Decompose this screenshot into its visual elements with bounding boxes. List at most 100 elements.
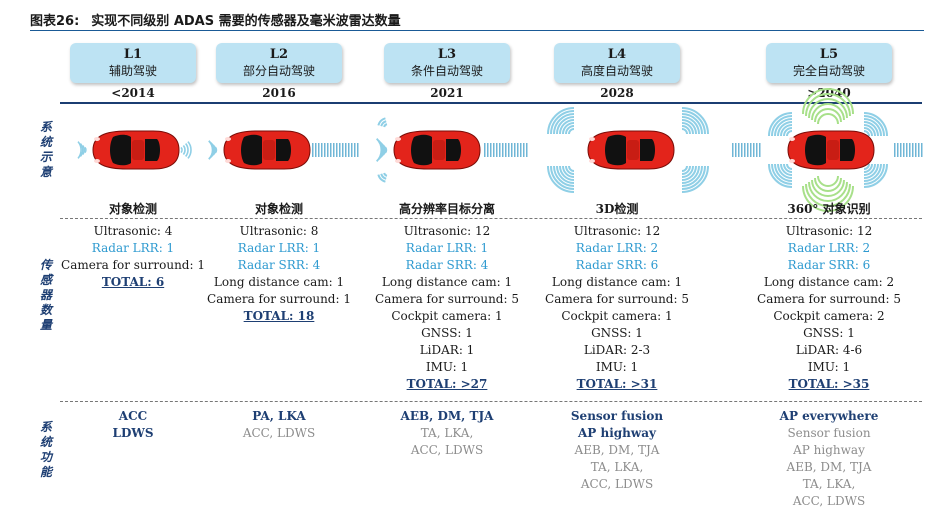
radar-beam	[315, 143, 317, 157]
sensor-wave	[377, 174, 386, 183]
sensor-wave	[383, 123, 388, 128]
function-main: PA, LKA	[252, 409, 306, 423]
car-diagram-l1	[70, 110, 196, 196]
radar-beam	[915, 143, 917, 157]
sensor-wave	[681, 113, 703, 135]
sensor-item: Camera for surround: 1	[61, 258, 205, 272]
radar-beam	[357, 143, 359, 157]
radar-beam	[487, 143, 489, 157]
side-label-char: 系	[39, 420, 52, 434]
sensor-wave	[81, 144, 86, 156]
sensor-item: Radar SRR: 6	[787, 258, 871, 272]
function-sub: TA, LKA,	[590, 460, 644, 474]
sensor-wave	[681, 110, 706, 135]
sensor-wave	[786, 130, 793, 137]
sensor-wave	[568, 165, 575, 172]
sensor-wave	[863, 163, 870, 170]
radar-beam	[351, 143, 353, 157]
sensor-wave	[780, 163, 793, 176]
level-name: 部分自动驾驶	[242, 64, 315, 78]
lidar-wave	[808, 98, 848, 119]
car-headlight	[789, 159, 795, 163]
sensor-wave	[681, 165, 694, 178]
radar-beam	[750, 143, 752, 157]
side-label-char: 功	[39, 450, 52, 464]
caption-l2: 对象检测	[254, 202, 303, 216]
function-sub: Sensor fusion	[787, 426, 871, 440]
sensor-wave	[777, 163, 793, 179]
car-roof	[433, 140, 445, 160]
level-name: 完全自动驾驶	[792, 64, 865, 78]
side-label-char: 统	[39, 435, 52, 449]
sensor-wave	[681, 165, 691, 175]
lidar-wave	[802, 88, 854, 115]
radar-beam	[912, 143, 914, 157]
sensor-wave	[547, 107, 575, 135]
car-diagram-l3	[372, 110, 532, 196]
level-code: L5	[819, 47, 839, 62]
car-headlight	[789, 137, 795, 141]
sensor-wave	[559, 165, 575, 181]
car-roof	[263, 140, 275, 160]
sensor-item: Radar SRR: 4	[237, 258, 321, 272]
radar-beam	[339, 143, 341, 157]
sensor-wave	[681, 107, 709, 135]
sensor-wave	[681, 165, 703, 187]
sensor-wave	[77, 141, 82, 159]
radar-beam	[894, 143, 896, 157]
year-l1: <2014	[111, 86, 155, 100]
car-rear-window	[276, 139, 291, 161]
sensor-wave	[863, 163, 879, 179]
sensor-wave	[565, 125, 575, 135]
car-headlight	[225, 137, 231, 141]
function-main: AEB, DM, TJA	[400, 409, 494, 423]
car-illustration-l3	[376, 117, 528, 183]
level-name: 高度自动驾驶	[580, 64, 653, 78]
sensor-wave	[863, 130, 870, 137]
car-icon	[92, 130, 180, 170]
side-label-char: 统	[39, 135, 52, 149]
sensor-item: Radar LRR: 1	[405, 241, 489, 255]
sensor-wave	[180, 146, 183, 154]
sensor-wave	[777, 121, 793, 137]
car-icon	[223, 130, 311, 170]
function-sub: AEB, DM, TJA	[574, 443, 660, 457]
sensor-wave	[559, 119, 575, 135]
sensor-wave	[84, 146, 87, 154]
side-label-char: 能	[39, 465, 52, 479]
sensor-wave	[681, 119, 697, 135]
side-label-system-function: 系统功能	[38, 420, 54, 480]
sensor-wave	[681, 165, 706, 190]
side-label-char: 感	[39, 273, 52, 287]
sensor-wave	[681, 165, 688, 172]
sensor-wave	[774, 118, 793, 137]
radar-beam	[921, 143, 923, 157]
car-headlight	[225, 159, 231, 163]
radar-beam	[747, 143, 749, 157]
lidar-wave	[811, 179, 845, 197]
sensor-item: Cockpit camera: 1	[561, 309, 673, 323]
sensor-item: Radar SRR: 4	[405, 258, 489, 272]
sensor-wave	[681, 125, 691, 135]
sensor-wave	[553, 113, 575, 135]
side-label-char: 系	[39, 120, 52, 134]
sensor-wave	[383, 172, 388, 177]
radar-beam	[511, 143, 513, 157]
sensor-item: GNSS: 1	[803, 326, 855, 340]
lidar-wave	[817, 113, 839, 125]
year-l3: 2021	[430, 86, 464, 100]
lidar-wave	[814, 177, 842, 192]
side-label-char: 传	[39, 258, 52, 272]
sensor-wave	[681, 165, 709, 193]
car-rear-window	[840, 139, 855, 161]
level-box-l3: L3 条件自动驾驶	[384, 43, 510, 83]
car-illustration-l5	[732, 88, 923, 212]
sensor-total: TOTAL: >35	[788, 377, 870, 391]
year-l2: 2016	[262, 86, 296, 100]
sensor-wave	[774, 163, 793, 182]
car-rear-window	[640, 139, 655, 161]
